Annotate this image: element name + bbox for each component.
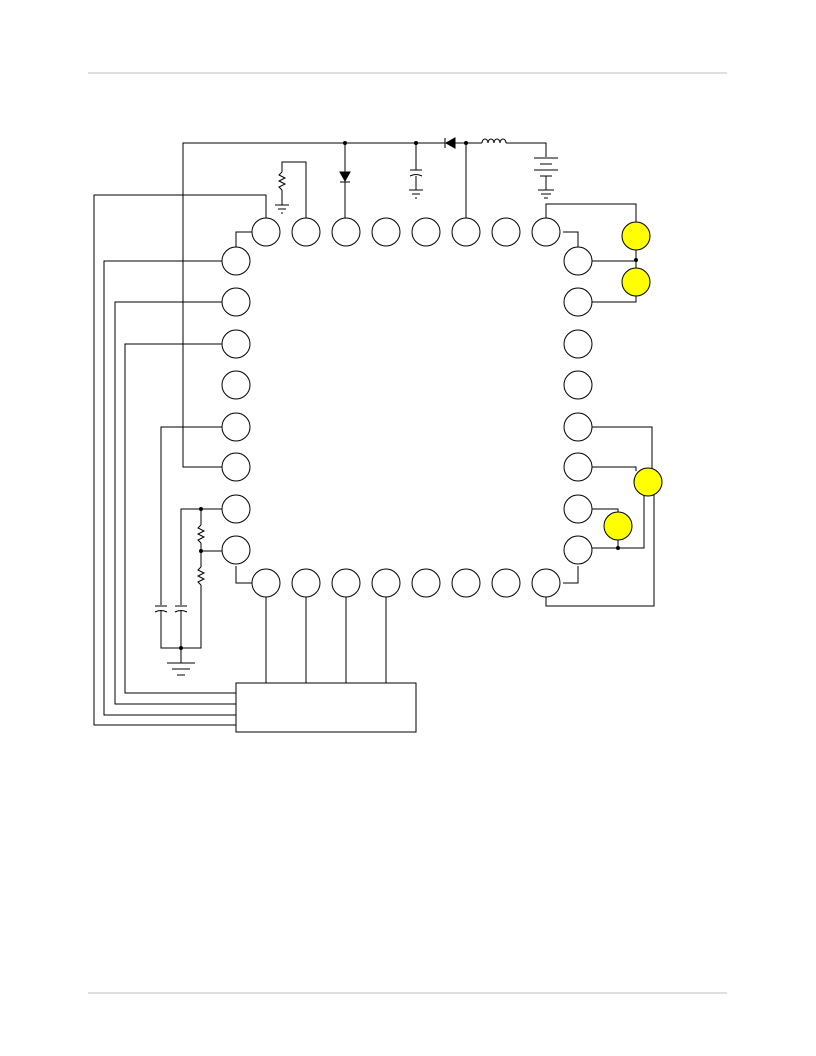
- pin-bottom-5: [411, 568, 441, 598]
- junction-dot: [199, 549, 203, 553]
- pin-right-3: [563, 329, 593, 359]
- pin-left-3: [221, 329, 251, 359]
- wire-led2: [592, 296, 637, 303]
- led-4: [603, 511, 633, 541]
- pin-top-5: [411, 217, 441, 247]
- wire-left-5: [160, 426, 222, 605]
- diode-vertical: [339, 171, 351, 183]
- pin-right-5: [563, 412, 593, 442]
- pin-left-1: [221, 246, 251, 276]
- inductor: [481, 138, 507, 144]
- capacitor-plate: [409, 174, 423, 177]
- chip-corner-bl: [235, 566, 252, 584]
- chip-corner-tr: [563, 231, 579, 248]
- led-2: [621, 267, 651, 297]
- pin-top-2: [291, 217, 321, 247]
- junction-dot: [464, 141, 468, 145]
- junction-dot: [343, 141, 347, 145]
- pin-left-6: [221, 452, 251, 482]
- pin-bottom-8: [531, 568, 561, 598]
- wire-left-2: [103, 260, 236, 716]
- wire-led3-out: [620, 496, 645, 549]
- pin-top-4: [371, 217, 401, 247]
- pin-bottom-6: [451, 568, 481, 598]
- resistor-top: [277, 171, 287, 191]
- pin-bottom-3: [331, 568, 361, 598]
- wire-led3-b: [592, 466, 637, 471]
- pin-left-2: [221, 287, 251, 317]
- capacitor-plate: [174, 610, 188, 613]
- resistor-divider-bottom: [196, 566, 206, 586]
- junction-dot: [634, 258, 638, 262]
- pin-bottom-4: [371, 568, 401, 598]
- pin-left-5: [221, 412, 251, 442]
- pin-right-8: [563, 535, 593, 565]
- wire-left-1: [93, 194, 267, 726]
- pin-left-7: [221, 494, 251, 524]
- wire-led1: [545, 203, 637, 222]
- connector-box: [235, 682, 417, 733]
- pin-top-7: [491, 217, 521, 247]
- junction-dot: [179, 646, 183, 650]
- pin-right-4: [563, 370, 593, 400]
- wire-vbus: [182, 142, 345, 468]
- pin-bottom-2: [291, 568, 321, 598]
- pin-right-2: [563, 287, 593, 317]
- pin-right-1: [563, 246, 593, 276]
- wire-led4: [592, 508, 619, 512]
- diode-top: [444, 137, 456, 149]
- led-3: [633, 467, 663, 497]
- pin-top-6: [451, 217, 481, 247]
- pin-left-4: [221, 370, 251, 400]
- chip-corner-br: [563, 566, 579, 584]
- wire-led3-a: [592, 426, 653, 468]
- wire-right-return: [545, 494, 655, 607]
- junction-dot: [199, 507, 203, 511]
- pin-top-8: [531, 217, 561, 247]
- pin-right-7: [563, 494, 593, 524]
- pin-right-6: [563, 452, 593, 482]
- wire-left-4: [124, 343, 236, 694]
- junction-dot: [616, 546, 620, 550]
- pin-bottom-7: [491, 568, 521, 598]
- wire-left-3: [114, 301, 236, 705]
- junction-dot: [414, 141, 418, 145]
- chip-corner-tl: [235, 231, 252, 248]
- led-1: [621, 221, 651, 251]
- pin-left-8: [221, 535, 251, 565]
- pin-bottom-1: [251, 568, 281, 598]
- wire-to-battery: [506, 142, 547, 157]
- capacitor-plate: [154, 610, 168, 613]
- wire-pullup: [281, 161, 307, 218]
- wire-left-7: [180, 508, 222, 605]
- pin-top-1: [251, 217, 281, 247]
- pin-top-3: [331, 217, 361, 247]
- resistor-divider-top: [196, 524, 206, 544]
